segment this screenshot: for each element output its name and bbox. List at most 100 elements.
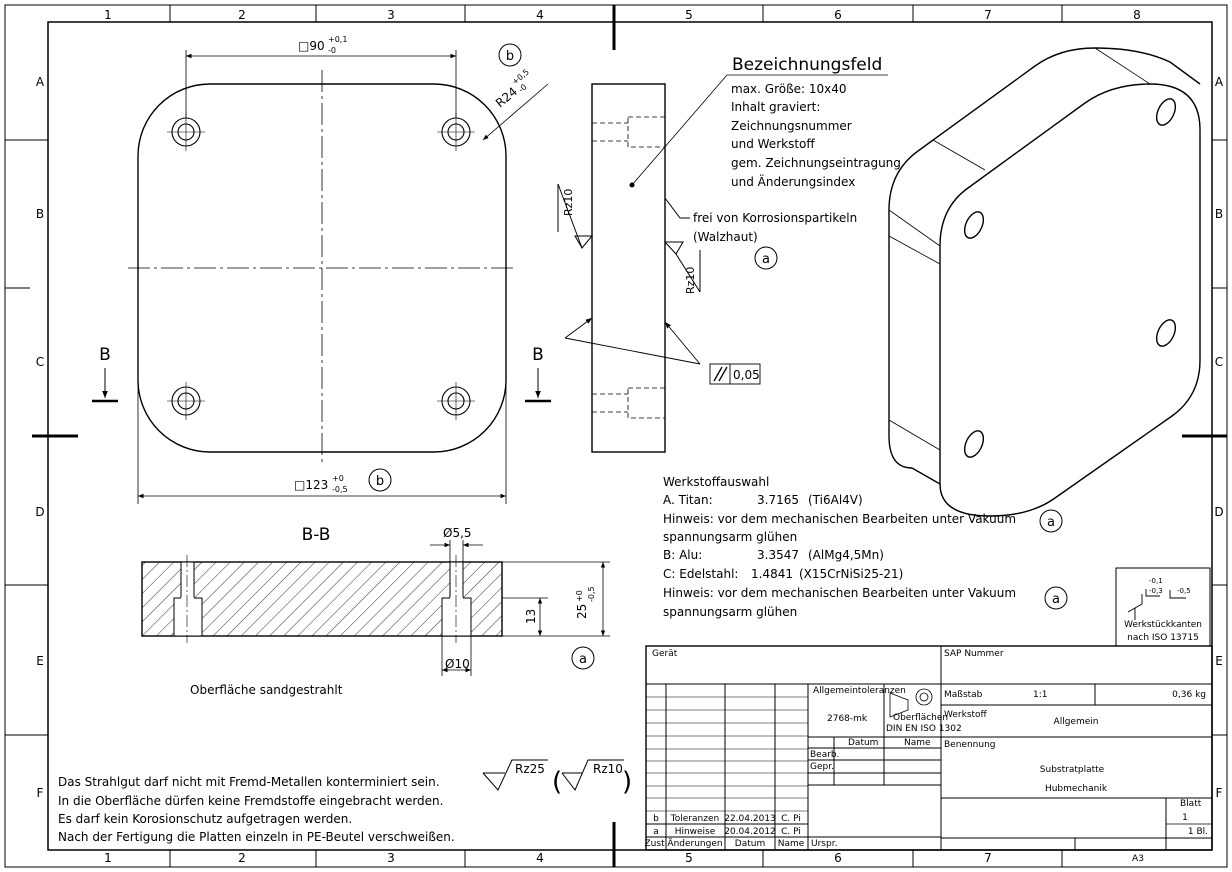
isometric-view <box>888 47 1201 517</box>
bezeichnungsfeld-line: gem. Zeichnungseintragung <box>731 156 901 170</box>
surface-note: Oberfläche sandgestrahlt <box>190 683 343 697</box>
roughness-right-text: Rz10 <box>684 267 697 294</box>
material-hint: spannungsarm glühen <box>663 605 797 619</box>
thickness-dim: 25 <box>575 604 589 619</box>
radius-text: R24 <box>493 84 520 110</box>
marker-a-section <box>571 646 595 670</box>
hole-bottom-right <box>437 382 475 420</box>
walzhaut-note: (Walzhaut) <box>693 230 758 244</box>
oberflaechen-norm: DIN EN ISO 1302 <box>886 724 962 734</box>
material-c-spec: (X15CrNiSi25-21) <box>799 567 903 581</box>
roughness-symbol-left <box>557 183 594 249</box>
thickness-tol-lower: -0,5 <box>587 586 596 602</box>
marker-b-bottom-text: b <box>376 474 384 489</box>
marker-b-top-text: b <box>506 49 514 64</box>
werkstoff-label: Werkstoff <box>944 710 988 720</box>
section-marker-right: B <box>525 345 551 403</box>
allg-tol-value: 2768-mk <box>827 714 868 724</box>
material-hint: spannungsarm glühen <box>663 530 797 544</box>
marker-b-bottom <box>368 468 392 492</box>
dimension-123-tol-lower: -0,5 <box>332 485 348 494</box>
marker-a-material-2 <box>1044 586 1068 610</box>
side-view <box>591 74 888 453</box>
marker-a-section-text: a <box>579 652 587 667</box>
column-label: 2 <box>238 8 246 22</box>
row-label: F <box>1216 786 1223 800</box>
material-a-code: 3.7165 <box>757 493 799 507</box>
material-c-label: C: Edelstahl: <box>663 567 738 581</box>
title-block: Gerät SAP Nummer Allgemeintoleranzen 276… <box>645 645 1213 864</box>
column-label: 6 <box>834 851 842 865</box>
svg-text:B: B <box>99 345 111 365</box>
section-view: Ø5,5 Ø10 13 25 +0 -0,5 a <box>141 526 610 676</box>
column-label: 7 <box>984 8 992 22</box>
roughness-left-text: Rz10 <box>562 189 575 216</box>
datum-label: Datum <box>848 738 878 748</box>
note-line: Es darf kein Korosionschutz aufgetragen … <box>58 812 352 826</box>
material-b-label: B: Alu: <box>663 548 702 562</box>
bezeichnungsfeld-line: Zeichnungsnummer <box>731 119 852 133</box>
gepr-label: Gepr. <box>810 762 834 772</box>
column-label: 1 <box>104 8 112 22</box>
row-label: C <box>36 355 44 369</box>
marker-a-side-text: a <box>762 252 770 267</box>
part-subtitle: Hubmechanik <box>1045 784 1108 794</box>
note-line: Nach der Fertigung die Platten einzeln i… <box>58 830 455 844</box>
name-header: Name <box>778 839 805 849</box>
dimension-90-tol-upper: +0,1 <box>328 35 347 44</box>
row-label: B <box>36 207 44 221</box>
bracket-open: ( <box>552 767 562 797</box>
revision-date: 22.04.2013 <box>724 814 776 824</box>
geraet-label: Gerät <box>652 649 678 659</box>
column-label: 8 <box>1133 8 1141 22</box>
datum-header: Datum <box>735 839 765 849</box>
row-label: A <box>1215 75 1224 89</box>
bezeichnungsfeld-line: max. Größe: 10x40 <box>731 82 847 96</box>
dimension-90-text: □90 <box>298 39 325 53</box>
surface-symbol-main <box>482 759 548 791</box>
material-hint: Hinweis: vor dem mechanischen Bearbeiten… <box>663 512 1016 526</box>
revision-letter: a <box>653 827 659 837</box>
material-a-spec: (Ti6Al4V) <box>808 493 863 507</box>
format-label: A3 <box>1132 854 1144 864</box>
notes-block: Das Strahlgut darf nicht mit Fremd-Metal… <box>58 775 455 844</box>
note-line: Das Strahlgut darf nicht mit Fremd-Metal… <box>58 775 440 789</box>
name-label: Name <box>904 738 931 748</box>
bezeichnungsfeld-line: und Werkstoff <box>731 137 815 151</box>
parallelism-value: 0,05 <box>733 368 760 382</box>
material-b-spec: (AlMg4,5Mn) <box>808 548 884 562</box>
drawing-frame <box>4 4 1228 868</box>
bezeichnungsfeld-heading: Bezeichnungsfeld <box>732 55 882 75</box>
hole-top-left <box>167 113 205 151</box>
row-label: D <box>35 505 44 519</box>
edges-value-3: -0,5 <box>1177 587 1191 595</box>
surface-symbol-bracket <box>561 759 624 791</box>
row-label: E <box>36 654 44 668</box>
row-label: B <box>1215 207 1223 221</box>
weight-value: 0,36 kg <box>1172 690 1206 700</box>
bracket-close: ) <box>622 767 632 797</box>
surface-symbol-bracket-text: Rz10 <box>593 762 623 776</box>
oberflaechen-label: Oberflächen <box>893 713 948 723</box>
row-label: A <box>36 75 45 89</box>
bearb-label: Bearb. <box>810 750 840 760</box>
radius-tol-lower: -0 <box>517 82 529 94</box>
revision-date: 20.04.2012 <box>724 827 776 837</box>
thickness-tol-upper: +0 <box>575 590 584 602</box>
bezeichnungsfeld-line: Inhalt graviert: <box>731 100 820 114</box>
surface-symbol-main-text: Rz25 <box>515 762 545 776</box>
dimension-123-text: □123 <box>294 478 328 492</box>
dimension-90-tol-lower: -0 <box>328 46 336 55</box>
material-b-code: 3.3547 <box>757 548 799 562</box>
massstab-value: 1:1 <box>1033 690 1047 700</box>
revision-text: Hinweise <box>675 827 716 837</box>
column-label: 7 <box>984 851 992 865</box>
material-block: Werkstoffauswahl A. Titan: 3.7165 (Ti6Al… <box>663 475 1016 619</box>
column-label: 3 <box>387 851 395 865</box>
column-label: 5 <box>685 851 693 865</box>
hole-small-dim: Ø5,5 <box>443 526 472 540</box>
row-label: F <box>37 786 44 800</box>
urspr-header: Urspr. <box>811 839 837 849</box>
aenderungen-header: Änderungen <box>667 838 722 849</box>
